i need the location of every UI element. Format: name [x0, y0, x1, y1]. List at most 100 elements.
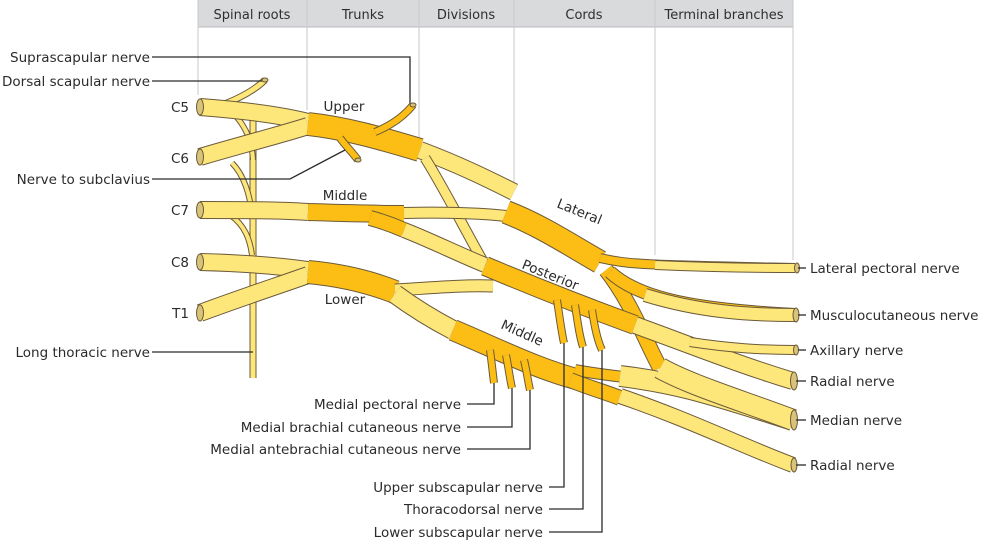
middle-anterior-division-fill	[403, 207, 507, 221]
terminal-caps	[261, 77, 800, 473]
leader-medial-pectoral	[467, 383, 495, 405]
ulnar-branch	[567, 372, 623, 406]
musculocutaneous-distal-fill	[643, 289, 796, 321]
terminal-labels: Lateral pectoral nerve Musculocutaneous …	[810, 261, 978, 474]
upper-trunk	[306, 112, 424, 162]
cap-subclavius	[354, 157, 362, 163]
leader-lines	[152, 56, 806, 533]
header-spinal-roots: Spinal roots	[214, 8, 291, 23]
root-c8-fill	[199, 254, 310, 278]
medial-cord-fill	[449, 320, 583, 390]
middle-anterior-division	[403, 206, 507, 222]
posterior-cord	[481, 256, 639, 335]
label-musculocutaneous-nerve: Musculocutaneous nerve	[810, 308, 978, 324]
nerve-network	[196, 77, 797, 473]
root-c6-fill	[197, 118, 311, 165]
lateral-cord-fill	[501, 201, 606, 272]
root-cap-c7	[196, 201, 204, 219]
label-radial-nerve-2: Radial nerve	[810, 458, 895, 474]
cap-axillary	[793, 344, 799, 356]
label-medial-antebrachial-cutaneous-nerve: Medial antebrachial cutaneous nerve	[210, 442, 461, 458]
bottom-labels: Medial pectoral nerve Medial brachial cu…	[210, 397, 543, 541]
medial-cord	[448, 319, 583, 391]
label-dorsal-scapular-nerve: Dorsal scapular nerve	[2, 74, 150, 90]
lateral-pectoral-distal	[654, 260, 796, 273]
root-label-c8: C8	[171, 255, 189, 271]
posterior-cord-continuation-fill	[632, 317, 796, 389]
lower-posterior-division	[394, 279, 494, 297]
label-radial-nerve-1: Radial nerve	[810, 374, 895, 390]
axillary-nerve-fill	[689, 338, 796, 354]
lateral-pectoral-distal-fill	[654, 261, 796, 272]
middle-posterior-division	[401, 222, 488, 273]
label-lateral-pectoral-nerve: Lateral pectoral nerve	[810, 261, 960, 277]
axillary-nerve	[689, 337, 796, 355]
header-terminal-branches: Terminal branches	[663, 8, 783, 23]
median-nerve-fill	[655, 359, 797, 430]
medial-brachial-cutaneous-nerve	[502, 354, 516, 389]
leader-medial-brachial	[467, 388, 513, 428]
upper-trunk-fill	[306, 113, 424, 161]
lower-trunk	[306, 260, 400, 304]
lower-anterior-division-fill	[389, 286, 458, 338]
middle-trunk-fill	[307, 204, 405, 222]
root-c8	[199, 253, 310, 279]
header-divisions: Divisions	[437, 8, 496, 23]
suprascapular-nerve-fill	[373, 103, 416, 135]
root-label-c6: C6	[171, 151, 189, 167]
root-label-c5: C5	[171, 100, 189, 116]
middle-trunk-lower-branch	[367, 210, 408, 238]
lower-trunk-fill	[306, 261, 400, 303]
header-trunks: Trunks	[341, 8, 384, 23]
upper-anterior-division-fill	[417, 142, 518, 200]
leader-suprascapular	[152, 56, 411, 103]
leader-upper-subscapular	[549, 343, 565, 488]
cord-label-lateral: Lateral	[555, 196, 605, 228]
musculocutaneous-distal	[642, 288, 796, 322]
root-c6	[197, 117, 311, 166]
root-label-t1: T1	[171, 306, 189, 322]
trunk-label-upper: Upper	[324, 99, 365, 115]
header-background	[198, 0, 793, 27]
root-c7	[199, 201, 309, 221]
medial-antebrachial-cutaneous-nerve-fill	[521, 359, 533, 391]
root-c7-fill	[199, 202, 309, 220]
label-lower-subscapular-nerve: Lower subscapular nerve	[374, 525, 543, 541]
label-long-thoracic-nerve: Long thoracic nerve	[16, 345, 151, 361]
root-cap-c6	[196, 148, 204, 166]
left-labels: Suprascapular nerve Dorsal scapular nerv…	[2, 50, 150, 361]
label-suprascapular-nerve: Suprascapular nerve	[10, 50, 150, 66]
lower-anterior-division	[389, 285, 458, 339]
label-median-nerve: Median nerve	[810, 413, 902, 429]
label-medial-pectoral-nerve: Medial pectoral nerve	[314, 397, 461, 413]
root-caps	[196, 98, 204, 322]
upper-subscapular-nerve	[553, 299, 568, 344]
lateral-cord	[501, 200, 606, 273]
thoracodorsal-nerve-fill	[572, 304, 586, 348]
label-axillary-nerve: Axillary nerve	[810, 343, 903, 359]
label-upper-subscapular-nerve: Upper subscapular nerve	[373, 480, 543, 496]
label-medial-brachial-cutaneous-nerve: Medial brachial cutaneous nerve	[241, 420, 461, 436]
medial-antebrachial-cutaneous-nerve	[520, 359, 534, 391]
cap-suprascapular	[409, 102, 417, 108]
trunk-label-middle: Middle	[323, 188, 368, 204]
suprascapular-nerve	[373, 102, 417, 136]
ulnar-branch-fill	[567, 373, 623, 405]
ulnar-distal-fill	[617, 389, 796, 472]
leader-thoracodorsal	[549, 347, 584, 510]
median-nerve	[654, 358, 797, 431]
posterior-cord-fill	[481, 257, 639, 334]
label-nerve-to-subclavius: Nerve to subclavius	[17, 172, 150, 188]
header-table: Spinal roots Trunks Divisions Cords Term…	[197, 0, 794, 260]
middle-trunk	[307, 203, 405, 223]
upper-anterior-division	[416, 141, 519, 201]
trunk-label-lower: Lower	[325, 292, 366, 308]
leader-lower-subscapular	[549, 350, 603, 533]
root-t1	[196, 266, 312, 322]
medial-brachial-cutaneous-nerve-fill	[503, 354, 515, 389]
medial-pectoral-nerve-fill	[487, 349, 497, 384]
root-label-c7: C7	[171, 203, 189, 219]
medial-pectoral-nerve	[486, 349, 498, 384]
posterior-cord-continuation	[631, 316, 796, 390]
